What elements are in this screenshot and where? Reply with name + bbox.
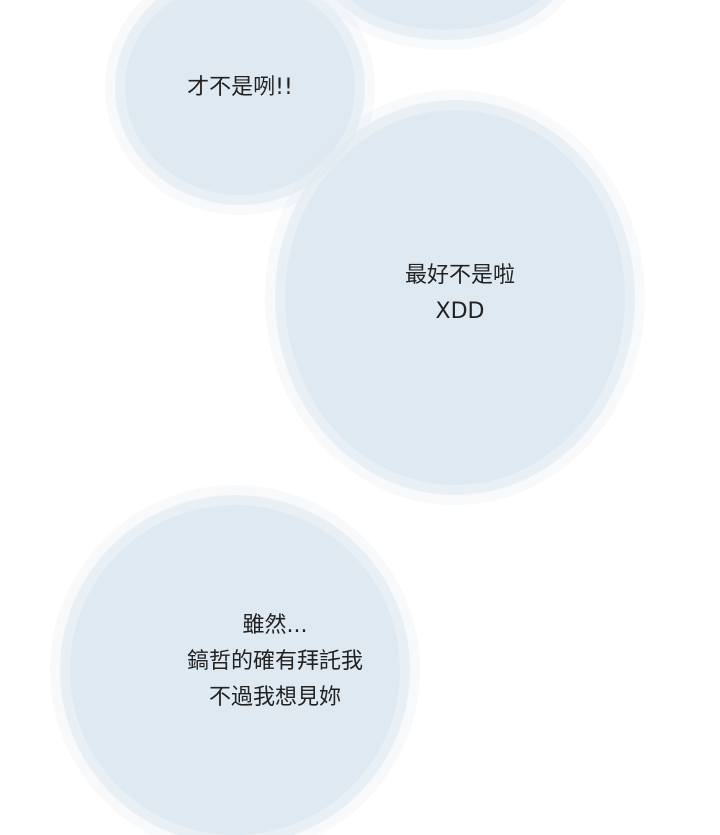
- line: 最好不是啦: [404, 263, 515, 288]
- line: 不過我想見妳: [208, 685, 341, 710]
- line: 鎬哲的確有拜託我: [186, 649, 363, 674]
- line: 才不是咧!!: [187, 75, 293, 100]
- bubble-2-text: 最好不是啦 XDD: [360, 258, 560, 330]
- bubble-1-text: 才不是咧!!: [160, 70, 320, 106]
- speech-bubble-2: [285, 110, 625, 485]
- speech-bubble-1: [125, 0, 355, 195]
- bubble-3-text: 雖然... 鎬哲的確有拜託我 不過我想見妳: [135, 608, 415, 716]
- line: 雖然...: [242, 613, 308, 638]
- line: XDD: [435, 299, 485, 324]
- speech-bubble-top: [330, 0, 560, 30]
